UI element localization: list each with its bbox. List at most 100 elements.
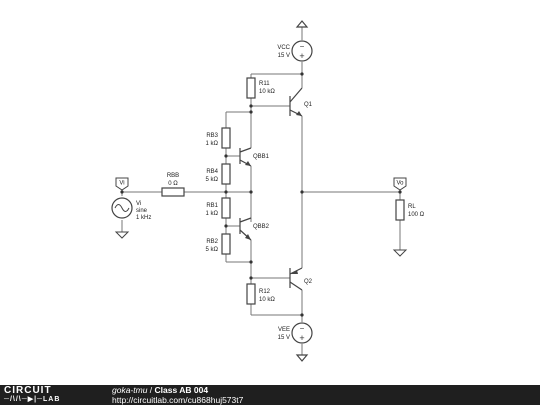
- arrow-icon: [296, 111, 302, 116]
- rb1-resistor[interactable]: RB1 1 kΩ: [206, 197, 231, 219]
- ground-triangle: [392, 249, 408, 257]
- junctions: [120, 72, 402, 317]
- title-separator: /: [147, 385, 155, 395]
- resistor-logo-icon: ─/\/\─▶|─: [4, 396, 43, 403]
- vcc-source[interactable]: − + VCC 15 V: [277, 20, 313, 62]
- q2-collector-leg: [289, 281, 303, 291]
- qbb2-label: QBB2: [253, 224, 270, 230]
- junction-dot: [300, 72, 304, 76]
- vee-label: VEE: [278, 327, 290, 333]
- rbb-resistor[interactable]: RBB 0 Ω: [161, 173, 185, 197]
- probe-flag-icon: [115, 177, 129, 191]
- junction-dot: [300, 313, 304, 317]
- rl-resistor[interactable]: RL 100 Ω: [395, 199, 425, 221]
- logo-top-text: CIRCUIT: [4, 385, 52, 396]
- vi-probe-label: Vi: [119, 181, 124, 187]
- qbb2-collector-leg: [239, 217, 252, 223]
- author-line: goka-tmu / Class AB 004: [112, 386, 208, 395]
- vi-source-freq: 1 kHz: [136, 215, 151, 221]
- qbb2-transistor[interactable]: QBB2: [239, 217, 270, 241]
- dc-source-icon: [291, 40, 313, 62]
- rb3-value: 1 kΩ: [206, 141, 219, 147]
- rb2-value: 5 kΩ: [206, 247, 219, 253]
- r11-value: 10 kΩ: [259, 89, 275, 95]
- arrow-icon: [245, 161, 251, 166]
- rbb-value: 0 Ω: [168, 181, 178, 187]
- rb4-resistor[interactable]: RB4 5 kΩ: [206, 163, 231, 185]
- vcc-arrow-icon: [295, 20, 309, 28]
- vi-source[interactable]: Vi sine 1 kHz: [111, 197, 151, 221]
- plus-icon: −: [300, 42, 305, 51]
- rl-value: 100 Ω: [408, 212, 425, 218]
- resistor-icon: [221, 233, 231, 255]
- resistor-icon: [246, 77, 256, 99]
- qbb1-collector-leg: [239, 147, 252, 153]
- q2-label: Q2: [304, 279, 313, 285]
- vi-source-name: Vi: [136, 201, 141, 207]
- vee-source[interactable]: − + VEE 15 V: [278, 322, 313, 362]
- vcc-label: VCC: [277, 45, 290, 51]
- junction-dot: [120, 190, 124, 194]
- plus-icon: +: [299, 333, 304, 343]
- junction-dot: [300, 190, 304, 194]
- vee-value: 15 V: [278, 335, 290, 341]
- author-link[interactable]: goka-tmu: [112, 385, 148, 395]
- schematic: − + VCC 15 V R11 10 kΩ Q1 RB3 1 kΩ QBB1 …: [111, 20, 425, 362]
- rl-label: RL: [408, 204, 416, 210]
- rb4-value: 5 kΩ: [206, 177, 219, 183]
- junction-dot: [224, 224, 228, 228]
- q2-transistor[interactable]: Q2: [289, 267, 313, 291]
- circuit-title[interactable]: Class AB 004: [154, 385, 209, 395]
- logo-bottom-row: ─/\/\─▶|─LAB: [4, 396, 60, 404]
- qbb1-label: QBB1: [253, 154, 270, 160]
- r12-value: 10 kΩ: [259, 297, 275, 303]
- vcc-value: 15 V: [278, 53, 290, 59]
- r12-label: R12: [259, 289, 271, 295]
- circuit-url[interactable]: http://circuitlab.com/cu868huj573t7: [112, 395, 244, 405]
- junction-dot: [398, 190, 402, 194]
- ground-icon: [392, 249, 408, 257]
- resistor-icon: [246, 283, 256, 305]
- q1-transistor[interactable]: Q1: [289, 87, 313, 117]
- rbb-label: RBB: [167, 173, 179, 179]
- r12-resistor[interactable]: R12 10 kΩ: [246, 283, 275, 305]
- junction-dot: [249, 110, 253, 114]
- q1-collector-leg: [289, 87, 303, 103]
- rb1-value: 1 kΩ: [206, 211, 219, 217]
- rb3-label: RB3: [206, 133, 218, 139]
- logo-bottom-text: LAB: [43, 396, 61, 403]
- r11-resistor[interactable]: R11 10 kΩ: [246, 77, 275, 99]
- probe-flag-icon: [393, 177, 407, 191]
- ground-icon: [114, 231, 130, 239]
- resistor-icon: [221, 163, 231, 185]
- resistor-icon: [221, 127, 231, 149]
- vo-probe-label: Vo: [396, 181, 404, 187]
- rb4-label: RB4: [206, 169, 218, 175]
- circuitlab-logo[interactable]: CIRCUIT ─/\/\─▶|─LAB: [4, 386, 94, 404]
- rb2-resistor[interactable]: RB2 5 kΩ: [206, 233, 231, 255]
- junction-dot: [249, 276, 253, 280]
- vi-source-type: sine: [136, 208, 148, 214]
- sine-wave-icon: [114, 204, 130, 212]
- junction-dot: [249, 190, 253, 194]
- ground-triangle: [114, 231, 130, 239]
- vi-probe[interactable]: Vi: [115, 177, 129, 191]
- junction-dot: [224, 190, 228, 194]
- ground-icon: [295, 354, 309, 362]
- vo-probe[interactable]: Vo: [393, 177, 407, 191]
- junction-dot: [249, 104, 253, 108]
- rb2-label: RB2: [206, 239, 218, 245]
- r11-label: R11: [259, 81, 270, 87]
- resistor-icon: [161, 187, 185, 197]
- resistor-icon: [395, 199, 405, 221]
- arrow-icon: [291, 270, 298, 274]
- minus-icon: −: [300, 324, 305, 333]
- minus-icon: +: [299, 51, 304, 61]
- qbb1-transistor[interactable]: QBB1: [239, 147, 270, 167]
- rb1-label: RB1: [206, 203, 218, 209]
- junction-dot: [249, 260, 253, 264]
- dc-source-icon: [291, 322, 313, 344]
- rb3-resistor[interactable]: RB3 1 kΩ: [206, 127, 231, 149]
- wires: [121, 27, 401, 355]
